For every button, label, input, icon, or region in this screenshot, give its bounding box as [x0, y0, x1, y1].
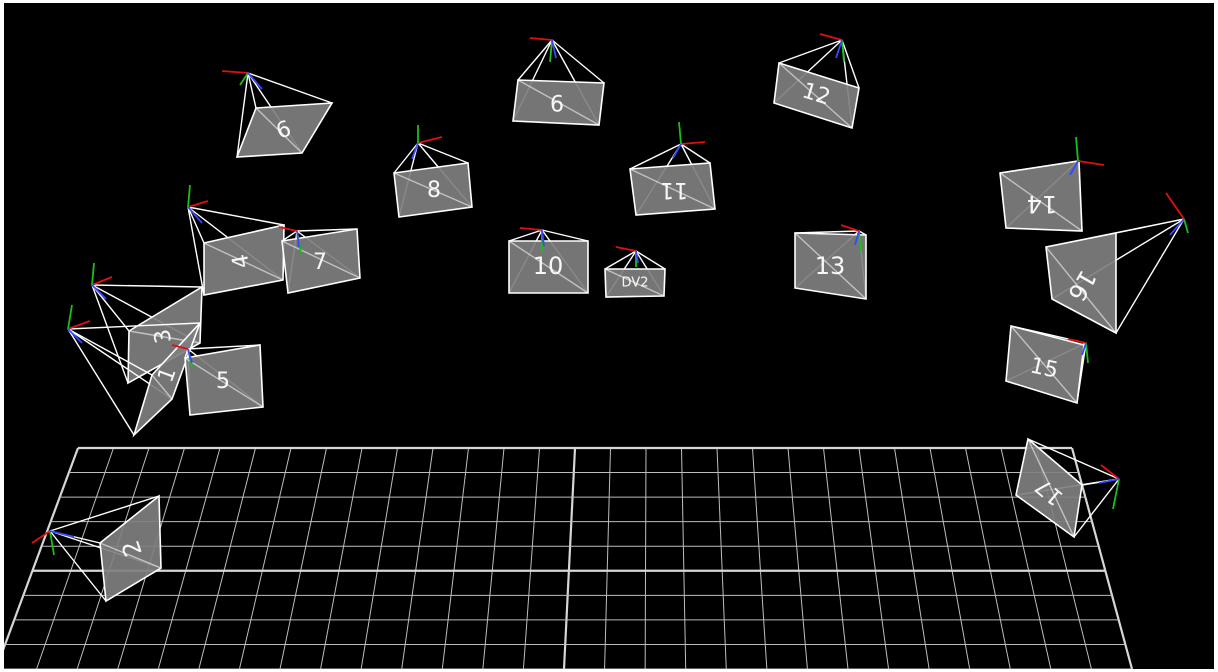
- x-axis: [841, 225, 859, 231]
- x-axis: [1078, 161, 1104, 165]
- camera-label: 9: [550, 89, 564, 114]
- grid-line: [321, 448, 362, 669]
- grid-line: [564, 448, 575, 669]
- frustum-edge: [92, 285, 128, 383]
- camera-4[interactable]: 4: [188, 185, 284, 295]
- grid-line: [824, 448, 849, 669]
- camera-label: 7: [313, 250, 327, 275]
- camera-14[interactable]: 14: [1000, 137, 1104, 231]
- x-axis: [820, 34, 842, 40]
- x-axis: [32, 531, 50, 543]
- camera-5[interactable]: 5: [172, 345, 263, 415]
- axis-triad-icon: [68, 305, 90, 343]
- camera-17[interactable]: 17: [1016, 439, 1119, 537]
- frustum-edge: [188, 207, 204, 295]
- axis-triad-icon: [222, 71, 262, 89]
- camera-12[interactable]: 12: [774, 34, 859, 128]
- x-axis: [520, 228, 542, 230]
- frustum-edge: [605, 251, 636, 269]
- x-axis: [222, 71, 248, 73]
- camera-6[interactable]: 6: [222, 71, 332, 157]
- grid-line: [717, 448, 726, 669]
- frustum-edge: [1116, 219, 1184, 333]
- frustum-edge: [552, 40, 604, 83]
- frustum-edge: [92, 285, 129, 331]
- y-axis: [68, 305, 72, 329]
- camera-label: 10: [533, 252, 564, 280]
- x-axis: [92, 277, 112, 285]
- grid-line: [859, 448, 889, 669]
- floor-grid: [4, 448, 1132, 669]
- y-axis: [1086, 343, 1088, 363]
- camera-label: 13: [815, 252, 846, 280]
- camera-7[interactable]: 7: [279, 227, 360, 293]
- frustum-edge: [636, 251, 665, 269]
- axis-triad-icon: [188, 185, 208, 223]
- camera-dv2[interactable]: DV2: [605, 247, 665, 297]
- frustum-edge: [92, 285, 202, 287]
- grid-line: [645, 448, 646, 669]
- grid-line: [483, 448, 504, 669]
- camera-label: 8: [427, 178, 441, 203]
- camera-label: 5: [216, 369, 230, 394]
- y-axis: [1076, 137, 1078, 161]
- x-axis: [681, 142, 705, 144]
- x-axis: [530, 38, 552, 40]
- camera-11[interactable]: 11: [630, 122, 715, 215]
- x-axis: [188, 201, 208, 207]
- camera-8[interactable]: 8: [394, 125, 472, 217]
- grid-line: [966, 448, 1011, 669]
- x-axis: [1166, 193, 1184, 219]
- y-axis: [92, 263, 94, 285]
- grid-line: [788, 448, 807, 669]
- x-axis: [418, 137, 442, 143]
- axis-triad-icon: [673, 122, 705, 158]
- grid-line: [523, 448, 539, 669]
- camera-label: DV2: [622, 276, 649, 291]
- grid-line: [930, 448, 970, 669]
- grid-line: [605, 448, 611, 669]
- camera-9[interactable]: 9: [513, 38, 604, 125]
- y-axis: [1184, 219, 1188, 233]
- grid-line: [753, 448, 767, 669]
- grid-line: [402, 448, 433, 669]
- grid-line: [682, 448, 686, 669]
- grid-line: [158, 448, 220, 669]
- grid-line: [361, 448, 397, 669]
- grid-line: [4, 448, 78, 669]
- camera-label: 14: [1027, 190, 1058, 218]
- frustum-edge: [418, 143, 468, 163]
- frustum-edge: [50, 531, 106, 601]
- frustum-edge: [779, 40, 842, 63]
- grid-line: [280, 448, 327, 669]
- y-axis: [188, 185, 190, 207]
- camera-15[interactable]: 15: [1006, 326, 1088, 403]
- frustum-edge: [68, 329, 134, 435]
- y-axis: [679, 122, 681, 144]
- camera-label: 11: [660, 177, 688, 202]
- x-axis: [616, 247, 636, 251]
- camera-13[interactable]: 13: [795, 225, 866, 299]
- grid-line: [442, 448, 468, 669]
- grid-line: [895, 448, 930, 669]
- camera-2[interactable]: 2: [32, 496, 161, 601]
- camera-10[interactable]: 10: [509, 228, 588, 293]
